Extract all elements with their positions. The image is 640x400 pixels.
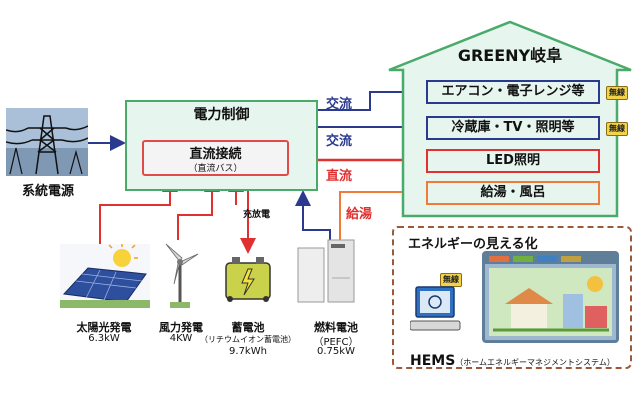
load-led: LED照明 (426, 149, 600, 173)
battery-icon (225, 257, 271, 302)
wind-arrow (177, 176, 220, 245)
load-aircon: エアコン・電子レンジ等 (426, 80, 600, 104)
ac-label-2: 交流 (326, 134, 353, 149)
hot-water-label: 給湯 (346, 207, 373, 222)
power-control-title: 電力制御 (193, 107, 250, 123)
battery-detail: （リチウムイオン蓄電池） (200, 335, 296, 344)
hems-subtitle: （ホームエネルギーマネジメントシステム） (455, 358, 615, 367)
dc-bus-title: 直流接続 (189, 147, 242, 162)
hems-display-screen (482, 251, 619, 343)
load-bath: 給湯・風呂 (426, 181, 600, 205)
battery-value: 9.7kWh (229, 346, 267, 357)
solar-arrow (99, 176, 178, 245)
dc-bus-subtitle: （直流バス） (188, 164, 243, 174)
house-title: GREENY岐阜 (457, 46, 563, 65)
ac-arrow-1 (318, 84, 426, 111)
wireless-tag-2: 無線 (606, 122, 628, 136)
dc-label: 直流 (326, 169, 353, 184)
wireless-tag-1: 無線 (606, 86, 628, 100)
solar-panel-icon (60, 244, 150, 308)
wind-value: 4KW (169, 333, 193, 344)
load-fridge: 冷蔵庫・TV・照明等 (426, 116, 600, 140)
fuelcell-arrow (295, 190, 331, 245)
wind-name: 風力発電 (159, 321, 203, 334)
solar-name: 太陽光発電 (76, 321, 132, 334)
dc-bus-box (142, 140, 289, 176)
battery-name: 蓄電池 (231, 321, 265, 334)
grid-label: 系統電源 (21, 184, 74, 199)
charge-discharge-label: 充放電 (243, 210, 271, 220)
fuelcell-detail: （PEFC） (313, 337, 359, 348)
solar-value: 6.3kW (88, 333, 120, 344)
hot-water-arrow (339, 184, 426, 240)
hems-heading: エネルギーの見える化 (408, 237, 538, 252)
fuelcell-value: 0.75kW (317, 346, 355, 357)
hems-title: HEMS (410, 353, 456, 369)
computer-icon (410, 286, 461, 331)
power-tower-icon (6, 108, 88, 176)
fuelcell-name: 燃料電池 (314, 321, 358, 334)
ac-label-1: 交流 (326, 97, 353, 112)
fuel-cell-icon (297, 239, 355, 303)
hems-label: HEMS（ホームエネルギーマネジメントシステム） (410, 350, 630, 369)
wind-turbine-icon (158, 240, 200, 308)
